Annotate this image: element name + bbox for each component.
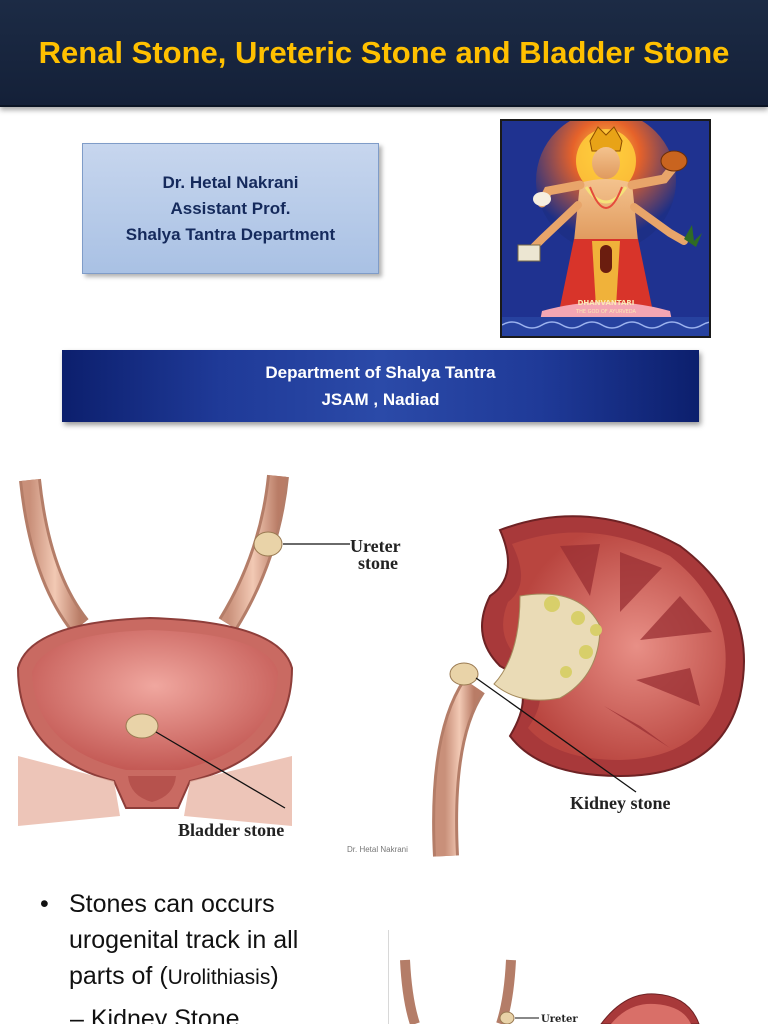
bullet-line-1: Stones can occurs xyxy=(69,890,275,918)
sub-bullet-text: Kidney Stone xyxy=(90,1005,240,1024)
deity-caption-1: DHANVANTARI xyxy=(578,299,635,307)
dhanvantari-image: DHANVANTARI THE GOD OF AYURVEDA xyxy=(500,119,711,338)
anatomy-illustration xyxy=(16,474,745,857)
urinary-stone-figure: Ureter stone Kidney stone Bladder stone xyxy=(0,436,768,864)
bullet-line-2: urogenital track in all xyxy=(69,926,299,954)
watermark: Dr. Hetal Nakrani xyxy=(347,845,408,854)
author-department: Shalya Tantra Department xyxy=(125,224,336,244)
kidney-stone-label: Kidney stone xyxy=(570,793,671,813)
sub-bullet-kidney-stone: – Kidney Stone xyxy=(70,1004,240,1024)
ureter-stone-label-2: stone xyxy=(358,553,398,573)
department-line1: Department of Shalya Tantra xyxy=(265,363,496,382)
slide-title-bar: Renal Stone, Ureteric Stone and Bladder … xyxy=(0,0,768,107)
mini-anatomy-illustration: Ureter xyxy=(400,959,700,1024)
ureter-stone-label-1: Ureter xyxy=(350,536,401,556)
department-line2: JSAM , Nadiad xyxy=(321,390,440,409)
bullet-line-3-prefix: parts of ( xyxy=(69,962,168,990)
author-position: Assistant Prof. xyxy=(170,198,291,218)
deity-caption-2: THE GOD OF AYURVEDA xyxy=(575,309,637,315)
bullet-line-3-suffix: ) xyxy=(270,962,279,990)
author-name: Dr. Hetal Nakrani xyxy=(162,172,299,192)
slide-title: Renal Stone, Ureteric Stone and Bladder … xyxy=(38,34,730,70)
mini-anatomy-figure: Ureter xyxy=(388,930,768,1024)
bullet-text: Stones can occurs urogenital track in al… xyxy=(69,886,380,996)
department-banner: Department of Shalya Tantra JSAM , Nadia… xyxy=(62,350,699,422)
dhanvantari-illustration: DHANVANTARI THE GOD OF AYURVEDA xyxy=(502,121,709,336)
bullet-list: • Stones can occurs urogenital track in … xyxy=(40,886,380,996)
bladder-stone-label: Bladder stone xyxy=(178,820,285,840)
bullet-line-3: parts of (Urolithiasis) xyxy=(69,958,380,996)
bullet-marker: • xyxy=(40,890,49,918)
bullet-line-3-term: Urolithiasis xyxy=(167,966,271,989)
author-box: Dr. Hetal Nakrani Assistant Prof. Shalya… xyxy=(82,143,379,274)
mini-ureter-label: Ureter xyxy=(541,1014,578,1024)
